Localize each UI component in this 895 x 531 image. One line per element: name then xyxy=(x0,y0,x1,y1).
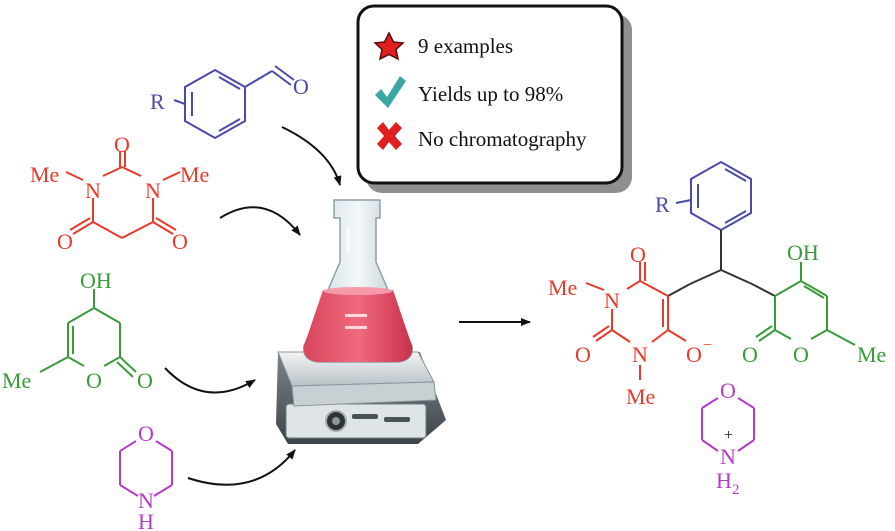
aldehyde-r-label: R xyxy=(150,89,165,114)
product-o-top: O xyxy=(630,242,646,267)
product-pyr-me: Me xyxy=(857,342,886,367)
product-r-label: R xyxy=(655,192,670,217)
product-o-minus: O xyxy=(686,342,702,367)
cation-n: N xyxy=(720,444,736,469)
barbituric-me-left: Me xyxy=(30,162,59,187)
barbituric-structure xyxy=(65,151,181,239)
cation-plus-charge: + xyxy=(724,427,733,444)
checkmark-icon xyxy=(375,76,406,108)
aldehyde-o-label: O xyxy=(293,74,309,99)
barbituric-o-right: O xyxy=(172,229,188,254)
morpholine-n: N xyxy=(138,488,154,513)
product-central-bonds xyxy=(667,230,776,297)
product-me-top: Me xyxy=(548,275,577,300)
morpholine-h: H xyxy=(138,509,154,531)
morpholine-o: O xyxy=(138,421,154,446)
arrow-aldehyde xyxy=(281,126,342,186)
barbituric-n-right: N xyxy=(145,178,161,203)
cross-icon xyxy=(377,122,402,150)
product-barbiturate-ring xyxy=(585,262,687,380)
legend-chromatography: No chromatography xyxy=(418,127,587,151)
product-n-top: N xyxy=(604,288,620,313)
product-o-left: O xyxy=(575,342,591,367)
morpholine-structure xyxy=(119,440,173,497)
flask-hotplate-illustration xyxy=(276,199,446,444)
star-icon xyxy=(373,31,405,61)
barbituric-n-left: N xyxy=(85,178,101,203)
cation-h-subscript: 2 xyxy=(732,482,740,498)
reagent-arrows xyxy=(164,126,342,486)
legend-box: 9 examples Yields up to 98% No chromatog… xyxy=(356,4,632,193)
pyranone-o-carbonyl: O xyxy=(137,368,153,393)
pyranone-structure xyxy=(39,289,137,378)
cation-o: O xyxy=(720,378,736,403)
arrow-morpholine xyxy=(187,449,296,486)
product-oh: OH xyxy=(787,240,819,265)
product-pyr-o-carbonyl: O xyxy=(742,342,758,367)
arrow-pyranone xyxy=(164,367,256,394)
barbituric-o-left: O xyxy=(57,229,73,254)
product-aryl-ring xyxy=(675,160,752,232)
pyranone-me: Me xyxy=(2,368,31,393)
product-minus-charge: − xyxy=(703,337,712,354)
product-me-bottom: Me xyxy=(626,384,655,409)
legend-examples: 9 examples xyxy=(418,34,513,58)
barbituric-me-right: Me xyxy=(180,162,209,187)
product-pyr-o-ring: O xyxy=(793,342,809,367)
aldehyde-structure xyxy=(173,65,295,140)
product-n-bottom: N xyxy=(632,342,648,367)
legend-yields: Yields up to 98% xyxy=(418,82,563,106)
barbituric-o-top: O xyxy=(114,132,130,157)
pyranone-o-ring: O xyxy=(86,368,102,393)
product-pyranone-ring xyxy=(755,262,856,346)
product-morpholinium xyxy=(701,397,755,452)
pyranone-oh: OH xyxy=(80,268,112,293)
arrow-barbituric xyxy=(219,206,301,236)
cation-h: H xyxy=(716,468,732,493)
